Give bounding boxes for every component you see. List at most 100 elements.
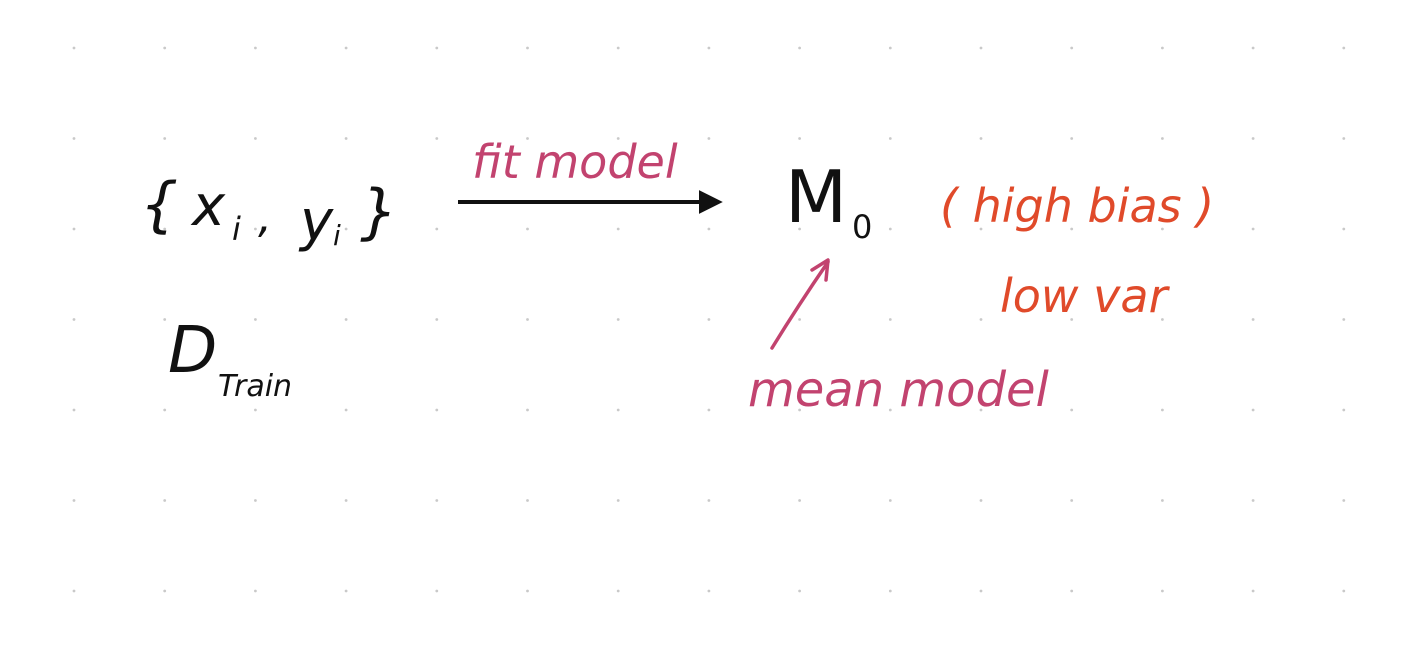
grid-dot xyxy=(163,227,167,231)
grid-dot xyxy=(979,318,983,321)
grid-dot xyxy=(435,227,439,231)
grid-dot xyxy=(1342,46,1346,50)
grid-dot xyxy=(1070,46,1074,50)
grid-dot xyxy=(616,227,620,231)
grid-dot xyxy=(435,137,439,140)
grid-dot xyxy=(1342,408,1346,412)
grid-dot xyxy=(979,408,983,412)
close-brace: } xyxy=(360,177,398,247)
grid-dot xyxy=(435,46,439,50)
grid-dot xyxy=(163,137,167,140)
grid-dot xyxy=(707,46,711,50)
grid-dot xyxy=(526,499,529,502)
grid-dot xyxy=(798,137,801,140)
grid-dot xyxy=(888,227,892,231)
grid-dot xyxy=(616,137,620,140)
grid-dot xyxy=(1070,499,1074,502)
grid-dot xyxy=(979,589,983,593)
grid-dot xyxy=(163,46,167,50)
grid-dot xyxy=(707,227,711,231)
grid-dot xyxy=(798,227,801,231)
grid-dot xyxy=(72,318,76,321)
grid-dot xyxy=(888,499,892,502)
grid-dot xyxy=(616,318,620,321)
grid-dot xyxy=(1342,227,1346,231)
fit-model-label: fit model xyxy=(472,135,678,189)
model-subscript: 0 xyxy=(852,208,872,246)
grid-dot xyxy=(254,227,257,231)
grid-dot xyxy=(1070,227,1074,231)
grid-dot xyxy=(798,499,801,502)
up-arrow-icon xyxy=(810,258,830,282)
grid-dot xyxy=(888,318,892,321)
grid-dot xyxy=(72,589,76,593)
grid-dot xyxy=(1161,499,1164,502)
pointer-arrow-shaft xyxy=(770,260,830,350)
grid-dot xyxy=(1161,589,1164,593)
grid-dot xyxy=(888,589,892,593)
grid-dot xyxy=(72,408,76,412)
grid-dot xyxy=(72,137,76,140)
mean-model-label: mean model xyxy=(748,362,1050,418)
grid-dot xyxy=(526,46,529,50)
grid-dot xyxy=(1251,499,1255,502)
grid-dot xyxy=(1161,408,1164,412)
dataset-set: { x i , y i } xyxy=(140,170,398,254)
grid-dot xyxy=(1251,46,1255,50)
grid-dot xyxy=(435,499,439,502)
grid-dot xyxy=(616,408,620,412)
grid-dot xyxy=(254,46,257,50)
grid-dot xyxy=(1251,589,1255,593)
grid-dot xyxy=(1161,137,1164,140)
grid-dot xyxy=(707,499,711,502)
grid-dot xyxy=(344,137,348,140)
grid-dot xyxy=(435,589,439,593)
grid-dot xyxy=(72,46,76,50)
grid-dot xyxy=(344,46,348,50)
grid-dot xyxy=(979,46,983,50)
low-var-note: low var xyxy=(1000,269,1171,323)
grid-dot xyxy=(1070,137,1074,140)
grid-dot xyxy=(254,318,257,321)
grid-dot xyxy=(1342,499,1346,502)
grid-dot xyxy=(888,46,892,50)
grid-dot xyxy=(1251,408,1255,412)
grid-dot xyxy=(526,137,529,140)
x-subscript: i xyxy=(232,210,241,248)
grid-dot xyxy=(979,227,983,231)
model-symbol: M xyxy=(785,155,847,239)
grid-dot xyxy=(163,499,167,502)
grid-dot xyxy=(163,589,167,593)
grid-dot xyxy=(1070,318,1074,321)
model-label: M 0 xyxy=(785,155,872,246)
grid-dot xyxy=(1161,46,1164,50)
train-set-subscript: Train xyxy=(218,369,292,404)
grid-dot xyxy=(888,408,892,412)
grid-dot xyxy=(344,318,348,321)
train-set-label: D Train xyxy=(168,314,292,404)
grid-dot xyxy=(707,137,711,140)
grid-dot xyxy=(163,318,167,321)
grid-dot xyxy=(616,46,620,50)
y-variable: y xyxy=(298,189,334,254)
grid-dot xyxy=(72,227,76,231)
grid-dot xyxy=(1251,137,1255,140)
x-variable: x xyxy=(190,174,226,239)
grid-dot xyxy=(163,408,167,412)
mean-model-pointer: mean model xyxy=(748,258,1050,418)
grid-dot xyxy=(979,499,983,502)
grid-dot xyxy=(344,499,348,502)
grid-dot xyxy=(888,137,892,140)
grid-dot xyxy=(798,318,801,321)
grid-dot xyxy=(526,589,529,593)
train-set-symbol: D xyxy=(168,314,217,388)
grid-dot xyxy=(254,499,257,502)
grid-dot xyxy=(1070,408,1074,412)
comma: , xyxy=(258,192,272,243)
grid-dot xyxy=(707,589,711,593)
fit-arrow: fit model xyxy=(458,135,723,214)
grid-dot xyxy=(526,318,529,321)
grid-dot xyxy=(1342,589,1346,593)
grid-dot xyxy=(798,408,801,412)
